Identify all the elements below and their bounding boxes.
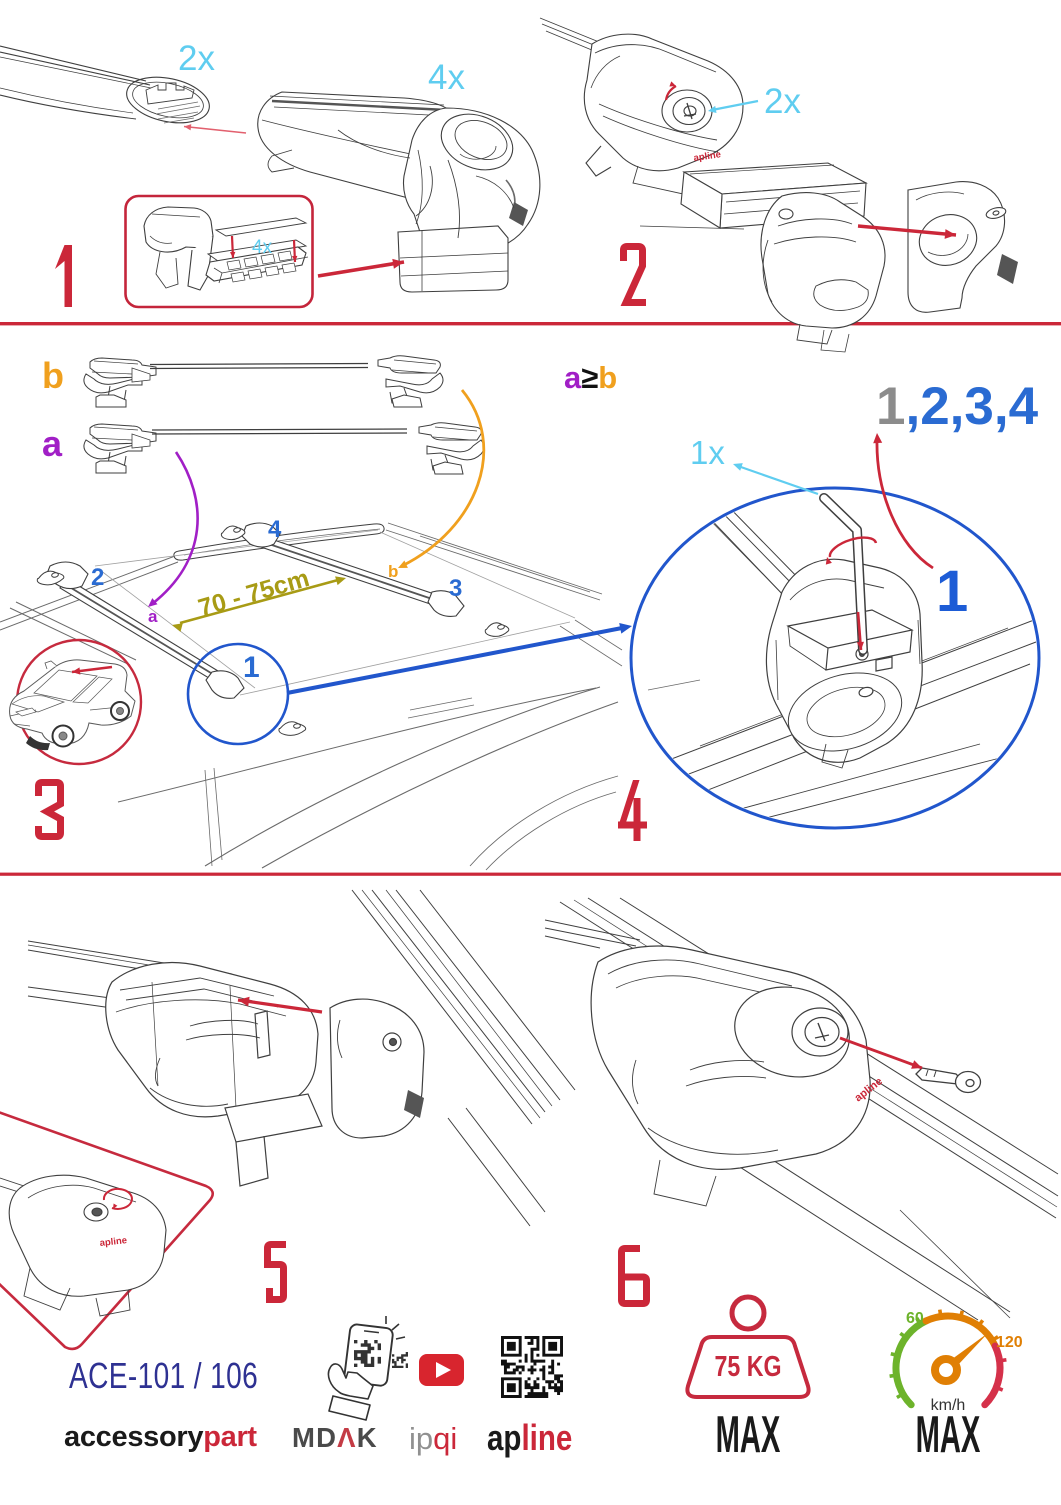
- svg-text:120: 120: [996, 1334, 1023, 1351]
- svg-text:ipqi: ipqi: [409, 1421, 457, 1456]
- svg-text:MAX: MAX: [916, 1405, 981, 1463]
- svg-text:2: 2: [91, 564, 104, 591]
- svg-text:4: 4: [268, 516, 282, 543]
- svg-text:MDΛK: MDΛK: [292, 1422, 378, 1453]
- svg-text:3: 3: [449, 575, 462, 602]
- svg-text:apline: apline: [693, 149, 722, 164]
- svg-text:1: 1: [936, 559, 968, 624]
- svg-text:MAX: MAX: [716, 1405, 781, 1463]
- svg-text:2x: 2x: [764, 82, 801, 121]
- svg-text:4x: 4x: [428, 58, 465, 97]
- svg-text:accessorypart: accessorypart: [64, 1421, 257, 1453]
- svg-text:a: a: [42, 423, 63, 464]
- svg-text:b: b: [388, 562, 398, 581]
- svg-text:apline: apline: [99, 1235, 127, 1249]
- svg-text:75 KG: 75 KG: [714, 1349, 781, 1382]
- svg-text:4x: 4x: [252, 237, 273, 258]
- svg-text:km/h: km/h: [931, 1397, 966, 1414]
- svg-text:ACE-101 / 106: ACE-101 / 106: [69, 1356, 258, 1396]
- svg-text:a≥b: a≥b: [564, 360, 617, 395]
- svg-text:apline: apline: [487, 1417, 572, 1457]
- svg-text:60: 60: [906, 1310, 924, 1327]
- svg-text:1x: 1x: [690, 434, 725, 471]
- svg-text:1,2,3,4: 1,2,3,4: [876, 377, 1039, 436]
- svg-text:a: a: [148, 607, 158, 626]
- svg-text:2x: 2x: [178, 39, 215, 78]
- svg-text:1: 1: [243, 651, 260, 684]
- svg-text:b: b: [42, 355, 64, 396]
